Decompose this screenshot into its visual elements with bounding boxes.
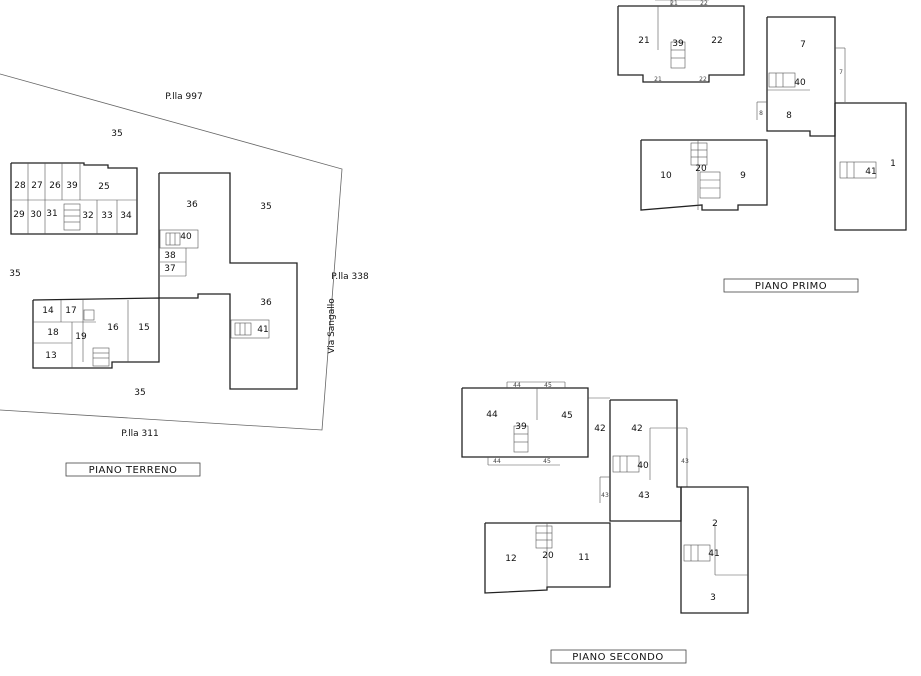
unit-label: 43 [638, 491, 649, 501]
unit-label: 36 [260, 298, 272, 308]
block-units-25-34 [10, 162, 138, 235]
unit-label: 36 [186, 200, 198, 210]
unit-label: 38 [164, 251, 176, 261]
unit-label: 20 [695, 164, 707, 174]
unit-label: 15 [138, 323, 149, 333]
unit-label: 1 [890, 159, 896, 169]
floor-title-second: PIANO SECONDO [572, 652, 663, 663]
unit-label: 19 [75, 332, 87, 342]
floor-title-box [65, 462, 201, 477]
unit-label: 34 [120, 211, 132, 221]
block-units-36-41 [158, 172, 298, 390]
second-floor-plan: 44 45 44 45 44 45 39 42 42 40 43 43 43 1… [461, 381, 749, 664]
unit-label: 27 [31, 181, 42, 191]
unit-label: 39 [672, 39, 684, 49]
unit-label-small: 44 [513, 382, 521, 389]
unit-label: 17 [65, 306, 76, 316]
unit-label: 40 [180, 232, 192, 242]
unit-label: 33 [101, 211, 112, 221]
unit-label: 13 [45, 351, 56, 361]
unit-label: 31 [46, 209, 57, 219]
unit-label: 35 [134, 388, 145, 398]
unit-label: 40 [637, 461, 649, 471]
unit-label: 29 [13, 210, 25, 220]
unit-label-small: 22 [700, 0, 708, 7]
block-units-13-19 [32, 297, 160, 369]
floor-title-ground: PIANO TERRENO [89, 465, 178, 476]
unit-label: 28 [14, 181, 26, 191]
unit-label-small: 21 [670, 0, 678, 7]
unit-label-small: 44 [493, 458, 501, 465]
unit-label: 41 [865, 167, 876, 177]
unit-label: 41 [257, 325, 268, 335]
parcel-label-north: P.lla 997 [165, 92, 202, 102]
unit-label-small: 8 [759, 110, 763, 117]
unit-label: 26 [49, 181, 61, 191]
unit-label: 41 [708, 549, 719, 559]
unit-label: 35 [111, 129, 122, 139]
floor-title-box [550, 649, 687, 664]
unit-label: 21 [638, 36, 649, 46]
unit-label-small: 22 [699, 76, 707, 83]
floor-title-first: PIANO PRIMO [755, 281, 827, 292]
parcel-label-east: P.lla 338 [331, 272, 369, 282]
unit-label: 35 [260, 202, 271, 212]
unit-label: 14 [42, 306, 54, 316]
unit-label: 7 [800, 40, 806, 50]
unit-label: 10 [660, 171, 672, 181]
unit-label: 18 [47, 328, 59, 338]
unit-label: 2 [712, 519, 718, 529]
unit-label: 8 [786, 111, 792, 121]
unit-label: 3 [710, 593, 716, 603]
unit-label: 45 [561, 411, 572, 421]
unit-label-small: 43 [601, 492, 609, 499]
lot-boundary [0, 73, 343, 431]
unit-label-small: 21 [654, 76, 662, 83]
unit-label-small: 7 [839, 69, 843, 76]
ground-floor-plan: P.lla 997 P.lla 338 P.lla 311 Via Sangal… [0, 73, 369, 477]
unit-label: 35 [9, 269, 20, 279]
unit-label: 42 [631, 424, 642, 434]
unit-label: 37 [164, 264, 175, 274]
unit-label: 16 [107, 323, 119, 333]
unit-label: 44 [486, 410, 498, 420]
unit-label: 9 [740, 171, 746, 181]
unit-label: 11 [578, 553, 589, 563]
unit-label: 12 [505, 554, 516, 564]
parcel-label-south: P.lla 311 [121, 429, 158, 439]
unit-label: 32 [82, 211, 93, 221]
unit-label-small: 45 [543, 458, 551, 465]
floor-title-box [723, 278, 859, 293]
unit-label: 20 [542, 551, 554, 561]
street-label: Via Sangallo [327, 298, 337, 354]
unit-label: 40 [794, 78, 806, 88]
unit-label: 30 [30, 210, 42, 220]
unit-label: 25 [98, 182, 109, 192]
unit-label-small: 43 [681, 458, 689, 465]
unit-label: 22 [711, 36, 722, 46]
unit-label-small: 45 [544, 382, 552, 389]
unit-label: 39 [515, 422, 527, 432]
unit-label: 39 [66, 181, 78, 191]
first-floor-plan: 21 39 22 21 22 21 22 7 7 40 8 8 10 20 9 … [617, 0, 907, 293]
unit-label: 42 [594, 424, 605, 434]
